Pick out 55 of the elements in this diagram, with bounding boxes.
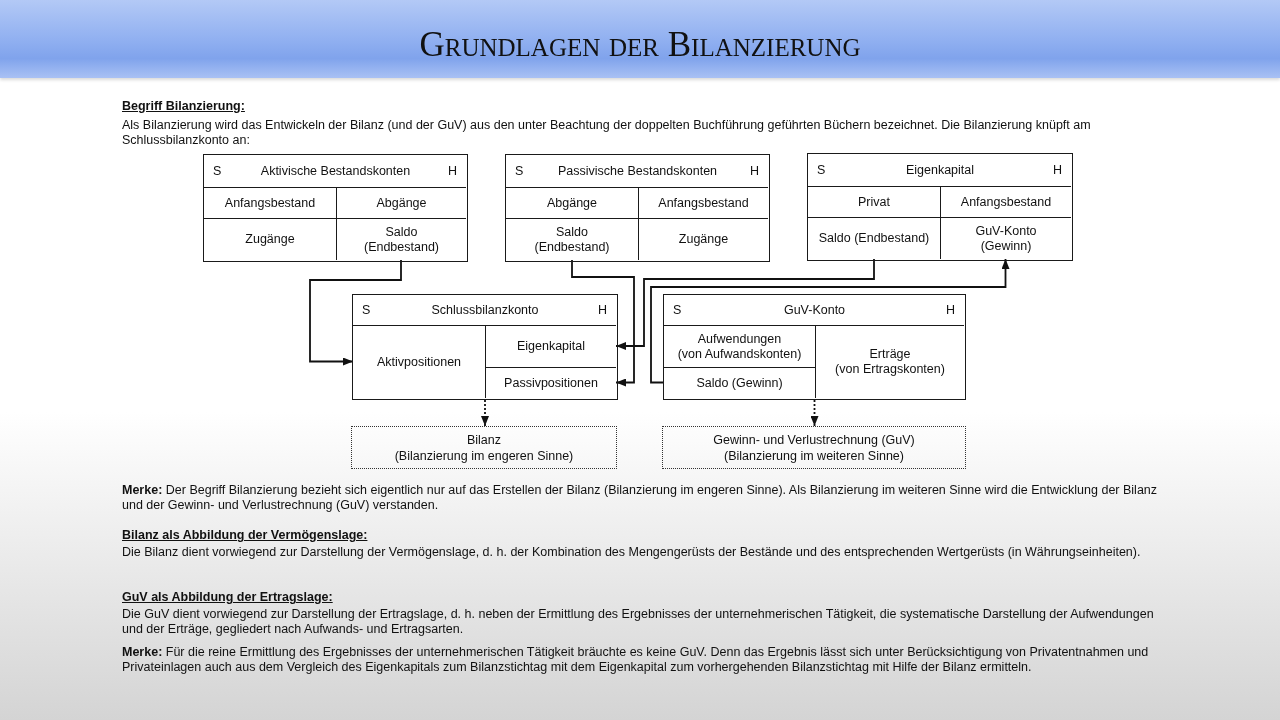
- account-cell: Passivpositionen: [485, 367, 616, 398]
- body-paragraph: Als Bilanzierung wird das Entwickeln der Bilanz (und der GuV) aus den unter Beachtung der doppelten Buchführung geführten Büchern bezeichnet. Die Bilanzierung knüpft am Schlussbilanzkonto an:: [122, 118, 1092, 148]
- dotted-arrow: [481, 399, 489, 427]
- t-account: [807, 153, 1073, 261]
- account-cell: Saldo (Gewinn): [664, 367, 815, 398]
- t-account: [663, 294, 966, 400]
- body-paragraph: Merke: Der Begriff Bilanzierung bezieht sich eigentlich nur auf das Erstellen der Bilanz (Bilanzierung im engeren Sinne). Als Bilanzierung im weiteren Sinne wird die Entwicklung der Bilanz und der Gewinn- und Verlustrechnung (GuV) verstanden.: [122, 483, 1159, 513]
- account-title: Eigenkapital: [905, 163, 975, 178]
- result-box: Gewinn- und Verlustrechnung (GuV) (Bilanzierung im weiteren Sinne): [662, 426, 966, 469]
- connector-arrow: [571, 259, 635, 387]
- account-cell: Saldo (Endbestand): [336, 218, 466, 260]
- account-cell: Zugänge: [204, 218, 336, 260]
- account-title: GuV-Konto: [783, 303, 846, 318]
- debit-side-label: S: [213, 164, 222, 179]
- account-cell: Anfangsbestand: [940, 186, 1071, 217]
- account-cell: Eigenkapital: [485, 325, 616, 367]
- account-title: Aktivische Bestandskonten: [260, 164, 411, 179]
- debit-side-label: S: [673, 303, 682, 318]
- dotted-arrow: [810, 399, 819, 427]
- account-cell: Anfangsbestand: [204, 187, 336, 218]
- connector-arrow: [309, 259, 402, 366]
- account-cell: Saldo (Endbestand): [808, 217, 940, 259]
- t-account: [203, 154, 468, 262]
- body-paragraph: Merke: Für die reine Ermittlung des Ergebnisses der unternehmerischen Tätigkeit bräuchte es keine GuV. Denn das Ergebnis lässt sich unter Berücksichtigung von Privatentnahmen und Privateinlagen auch aus dem Vergleich des Eigenkapitals zum Bilanzstichtag mit dem Eigenkapital zum vorhergehenden Bilanzstichtag mit Hilfe der Bilanz ermitteln.: [122, 645, 1150, 675]
- debit-side-label: S: [515, 164, 524, 179]
- credit-side-label: H: [1052, 163, 1062, 178]
- connector-arrow: [650, 258, 1010, 384]
- slide-title: Grundlagen der Bilanzierung: [419, 26, 861, 64]
- account-cell: Aktivpositionen: [353, 325, 485, 398]
- section-heading: Begriff Bilanzierung:: [122, 99, 245, 114]
- section-heading: GuV als Abbildung der Ertragslage:: [122, 590, 333, 605]
- credit-side-label: H: [749, 164, 759, 179]
- account-cell: Anfangsbestand: [638, 187, 768, 218]
- account-title: Passivische Bestandskonten: [557, 164, 718, 179]
- credit-side-label: H: [945, 303, 955, 318]
- body-paragraph: Die GuV dient vorwiegend zur Darstellung der Ertragslage, d. h. neben der Ermittlung des Ergebnisses der unternehmerischen Tätigkeit, die systematische Darstellung der Aufwendungen und der Erträge, gegliedert nach Aufwands- und Ertragsarten.: [122, 607, 1155, 637]
- account-cell: Privat: [808, 186, 940, 217]
- account-cell: GuV-Konto (Gewinn): [940, 217, 1071, 259]
- credit-side-label: H: [597, 303, 607, 318]
- account-cell: Abgänge: [336, 187, 466, 218]
- account-cell: Zugänge: [638, 218, 768, 260]
- t-account: [352, 294, 618, 400]
- account-cell: Abgänge: [506, 187, 638, 218]
- debit-side-label: S: [362, 303, 371, 318]
- section-heading: Bilanz als Abbildung der Vermögenslage:: [122, 528, 368, 543]
- t-account: [505, 154, 770, 262]
- account-cell: Aufwendungen (von Aufwandskonten): [664, 325, 815, 367]
- debit-side-label: S: [817, 163, 826, 178]
- credit-side-label: H: [447, 164, 457, 179]
- account-cell: Saldo (Endbestand): [506, 218, 638, 260]
- account-cell: Erträge (von Ertragskonten): [815, 325, 964, 398]
- body-paragraph: Die Bilanz dient vorwiegend zur Darstellung der Vermögenslage, d. h. der Kombination des Mengengerüsts der Bestände und des entsprechenden Wertgerüsts (in Währungseinheiten).: [122, 545, 1142, 560]
- account-title: Schlussbilanzkonto: [431, 303, 539, 318]
- result-box: Bilanz (Bilanzierung im engeren Sinne): [351, 426, 617, 469]
- connector-arrow: [615, 258, 875, 350]
